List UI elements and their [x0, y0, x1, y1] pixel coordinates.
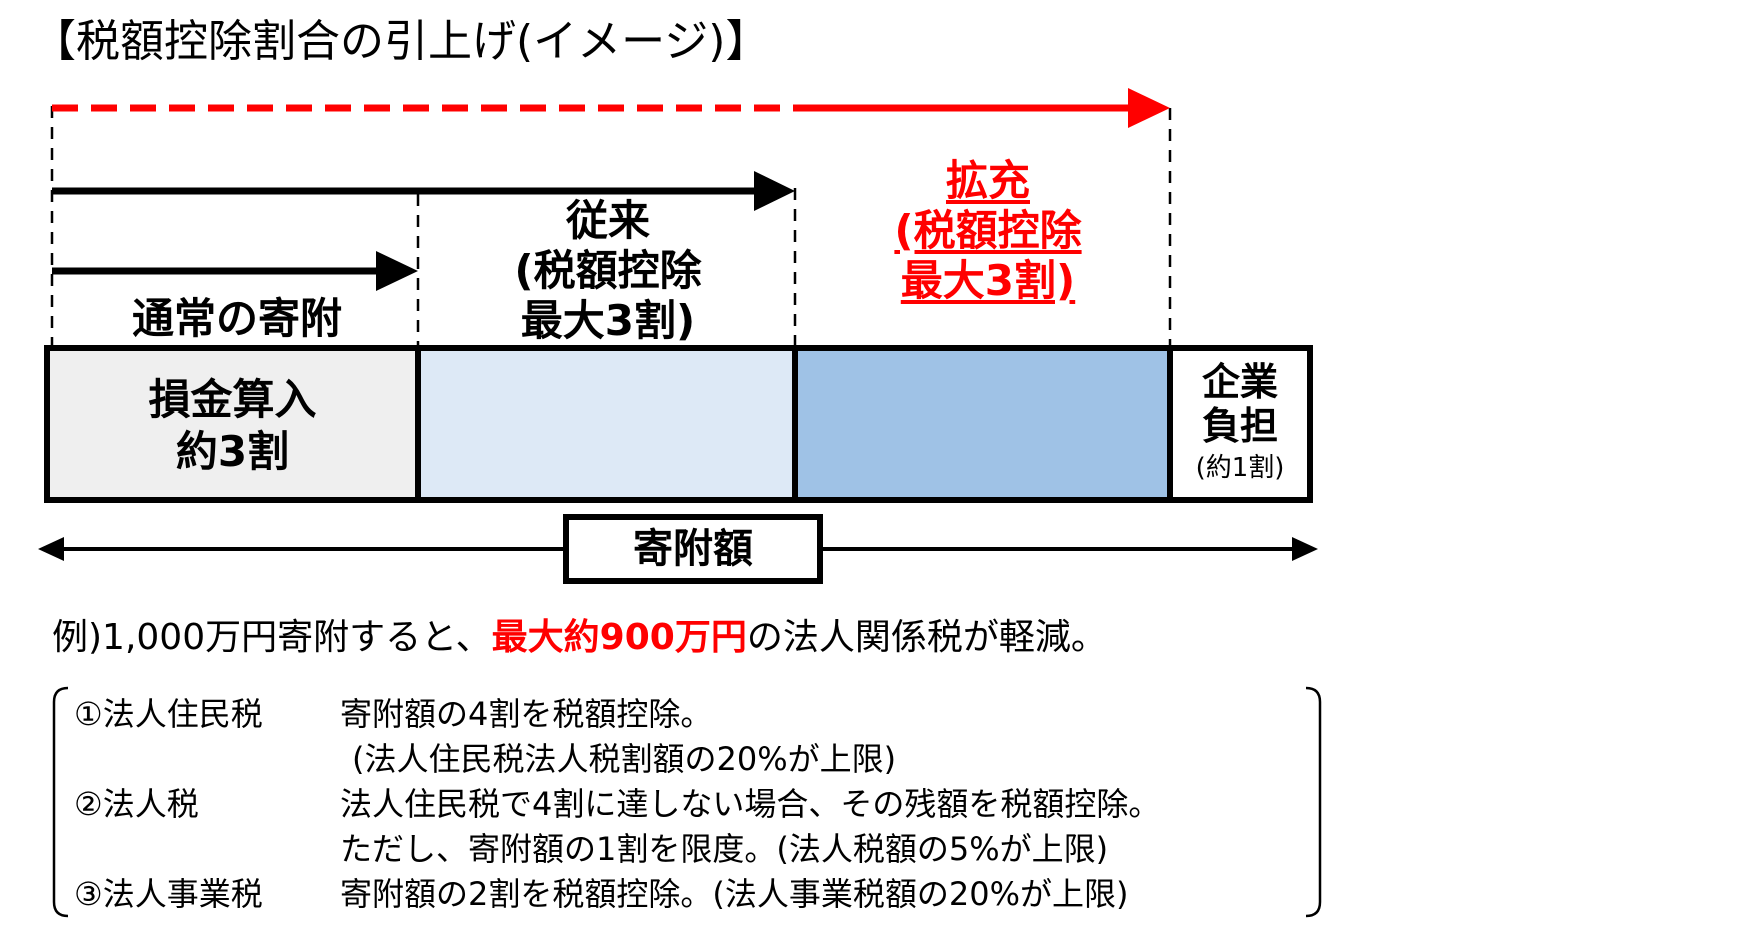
- note-label-3: ③法人事業税: [74, 875, 263, 913]
- label-previous-line2: (税額控除: [514, 246, 702, 295]
- note-label-2: ②法人税: [74, 785, 199, 823]
- label-expanded-line3: 最大3割): [900, 256, 1076, 305]
- box-previous-credit: [415, 345, 798, 503]
- previous-arrow-head: [754, 171, 795, 211]
- donation-amount-box: [563, 514, 823, 584]
- example-highlight: 最大約900万円: [491, 617, 747, 658]
- example-text: 例)1,000万円寄附すると、最大約900万円の法人関係税が軽減。: [52, 614, 1107, 662]
- normal-arrow-head: [376, 251, 418, 291]
- note-1-line1: 寄附額の4割を税額控除。: [340, 695, 713, 733]
- note-1-line2: (法人住民税法人税割額の20%が上限): [352, 740, 897, 778]
- label-previous-line1: 従来: [565, 196, 650, 245]
- label-normal-donation: 通常の寄附: [131, 294, 342, 343]
- note-3-line1: 寄附額の2割を税額控除。(法人事業税額の20%が上限): [340, 875, 1129, 913]
- box-expanded-credit: [792, 345, 1173, 503]
- label-previous-line3: 最大3割): [520, 296, 696, 345]
- note-2-line1: 法人住民税で4割に達しない場合、その残額を税額控除。: [340, 785, 1161, 823]
- label-expanded-line1: 拡充: [945, 156, 1030, 205]
- label-expanded: 拡充 (税額控除 最大3割): [848, 156, 1128, 306]
- donation-amount-arrow-left: [38, 537, 64, 561]
- example-prefix: 例)1,000万円寄附すると、: [52, 617, 492, 658]
- box-deductible-text: 損金算入 約3割: [50, 374, 415, 478]
- notes-bracket-right: [1305, 686, 1322, 918]
- box-deductible: [44, 345, 421, 503]
- box-company-burden-text: 企業 負担 (約1割): [1173, 360, 1307, 488]
- donation-amount-arrow-right: [1292, 537, 1318, 561]
- notes-bracket-left: [52, 686, 69, 918]
- box-deductible-line1: 損金算入: [148, 375, 317, 424]
- box-company-burden-line3: (約1割): [1195, 453, 1285, 483]
- label-previous: 従来 (税額控除 最大3割): [468, 196, 748, 346]
- label-expanded-line2: (税額控除: [894, 206, 1082, 255]
- page-title: 【税額控除割合の引上げ(イメージ)】: [32, 16, 770, 67]
- note-label-1: ①法人住民税: [74, 695, 263, 733]
- example-suffix: の法人関係税が軽減。: [746, 617, 1107, 658]
- expanded-arrow-head: [1128, 88, 1170, 128]
- box-company-burden: [1167, 345, 1313, 503]
- box-company-burden-line1: 企業: [1201, 360, 1278, 404]
- box-company-burden-line2: 負担: [1201, 404, 1278, 448]
- label-donation-amount: 寄附額: [633, 526, 753, 572]
- box-deductible-line2: 約3割: [175, 427, 290, 476]
- note-2-line2: ただし、寄附額の1割を限度。(法人税額の5%が上限): [340, 830, 1109, 868]
